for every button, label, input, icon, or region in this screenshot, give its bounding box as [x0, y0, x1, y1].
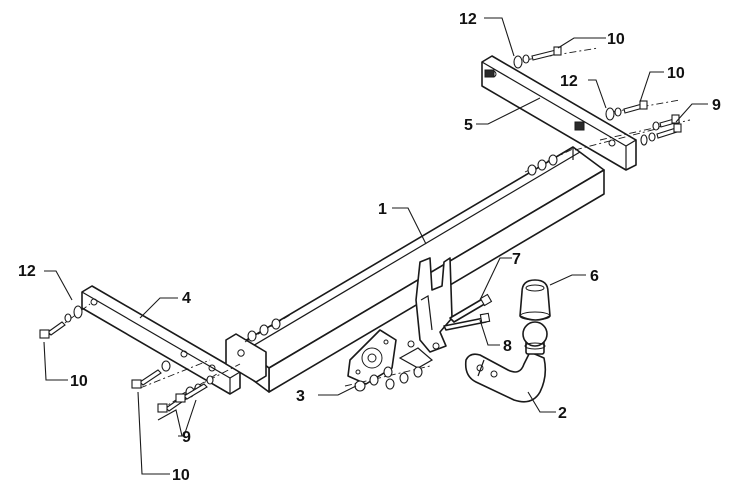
right-hardware — [513, 46, 682, 176]
bolts-7-8 — [443, 293, 493, 331]
callout-2: 2 — [558, 405, 567, 422]
callout-10-bottom: 10 — [172, 467, 190, 484]
callout-9-right: 9 — [712, 97, 721, 114]
callouts: 12 10 10 12 9 5 1 7 6 12 4 8 10 3 2 9 10 — [18, 11, 721, 484]
tow-ball — [522, 321, 548, 355]
callout-10-left: 10 — [70, 373, 88, 390]
callout-12-top: 12 — [459, 11, 477, 28]
callout-12-left: 12 — [18, 263, 36, 280]
callout-9-left: 9 — [182, 429, 191, 446]
leader-lines — [43, 17, 708, 475]
callout-7: 7 — [512, 251, 521, 268]
callout-1: 1 — [378, 201, 387, 218]
left-bracket — [81, 285, 241, 395]
left-hardware — [39, 305, 281, 413]
center-hardware — [354, 366, 423, 392]
callout-6: 6 — [590, 268, 599, 285]
callout-10-right: 10 — [667, 65, 685, 82]
right-bracket — [481, 55, 637, 171]
ball-cap — [519, 279, 551, 321]
callout-12-right: 12 — [560, 73, 578, 90]
towball-neck — [464, 351, 547, 403]
bar-end-plate — [225, 333, 267, 383]
callout-8: 8 — [503, 338, 512, 355]
callout-4: 4 — [182, 290, 191, 307]
callout-5: 5 — [464, 117, 473, 134]
callout-3: 3 — [296, 388, 305, 405]
callout-10-top: 10 — [607, 31, 625, 48]
